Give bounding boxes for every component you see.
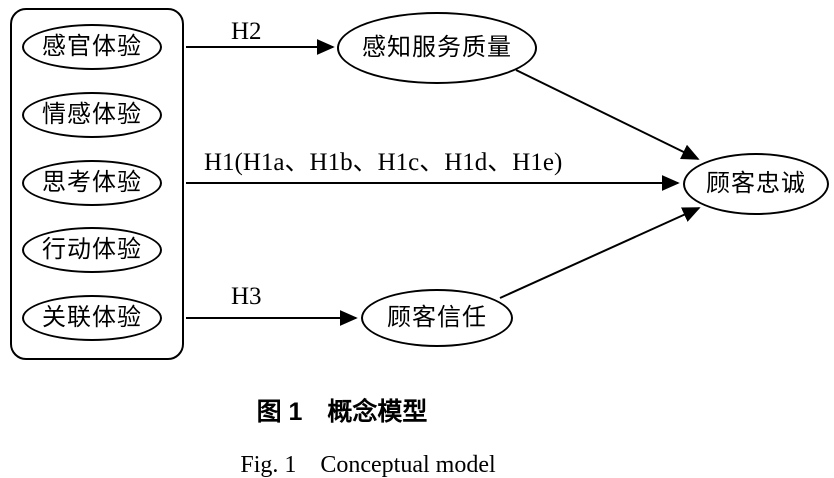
arrow-quality-to-loyalty — [515, 69, 700, 160]
node-perceived-service-quality: 感知服务质量 — [337, 12, 537, 84]
node-relate-experience-label: 关联体验 — [42, 305, 142, 331]
node-think-experience-label: 思考体验 — [42, 170, 142, 196]
node-customer-trust-label: 顾客信任 — [387, 305, 487, 331]
node-think-experience: 思考体验 — [22, 160, 162, 206]
node-sensory-experience-label: 感官体验 — [42, 34, 142, 60]
node-customer-loyalty-label: 顾客忠诚 — [706, 171, 806, 197]
figure-caption-zh: 图 1 概念模型 — [256, 398, 428, 426]
experience-group-box — [10, 8, 184, 360]
hypothesis-h2-label: H2 — [231, 18, 262, 45]
node-customer-trust: 顾客信任 — [361, 289, 513, 347]
node-perceived-service-quality-label: 感知服务质量 — [362, 35, 512, 61]
figure-caption-en: Fig. 1 Conceptual model — [240, 452, 496, 478]
node-emotional-experience-label: 情感体验 — [42, 102, 142, 128]
node-sensory-experience: 感官体验 — [22, 24, 162, 70]
node-act-experience-label: 行动体验 — [42, 237, 142, 263]
hypothesis-h1-label: H1(H1a、H1b、H1c、H1d、H1e) — [204, 149, 563, 176]
node-relate-experience: 关联体验 — [22, 295, 162, 341]
node-emotional-experience: 情感体验 — [22, 92, 162, 138]
node-customer-loyalty: 顾客忠诚 — [683, 153, 829, 215]
hypothesis-h3-label: H3 — [231, 283, 262, 310]
node-act-experience: 行动体验 — [22, 227, 162, 273]
arrow-trust-to-loyalty — [499, 207, 701, 299]
